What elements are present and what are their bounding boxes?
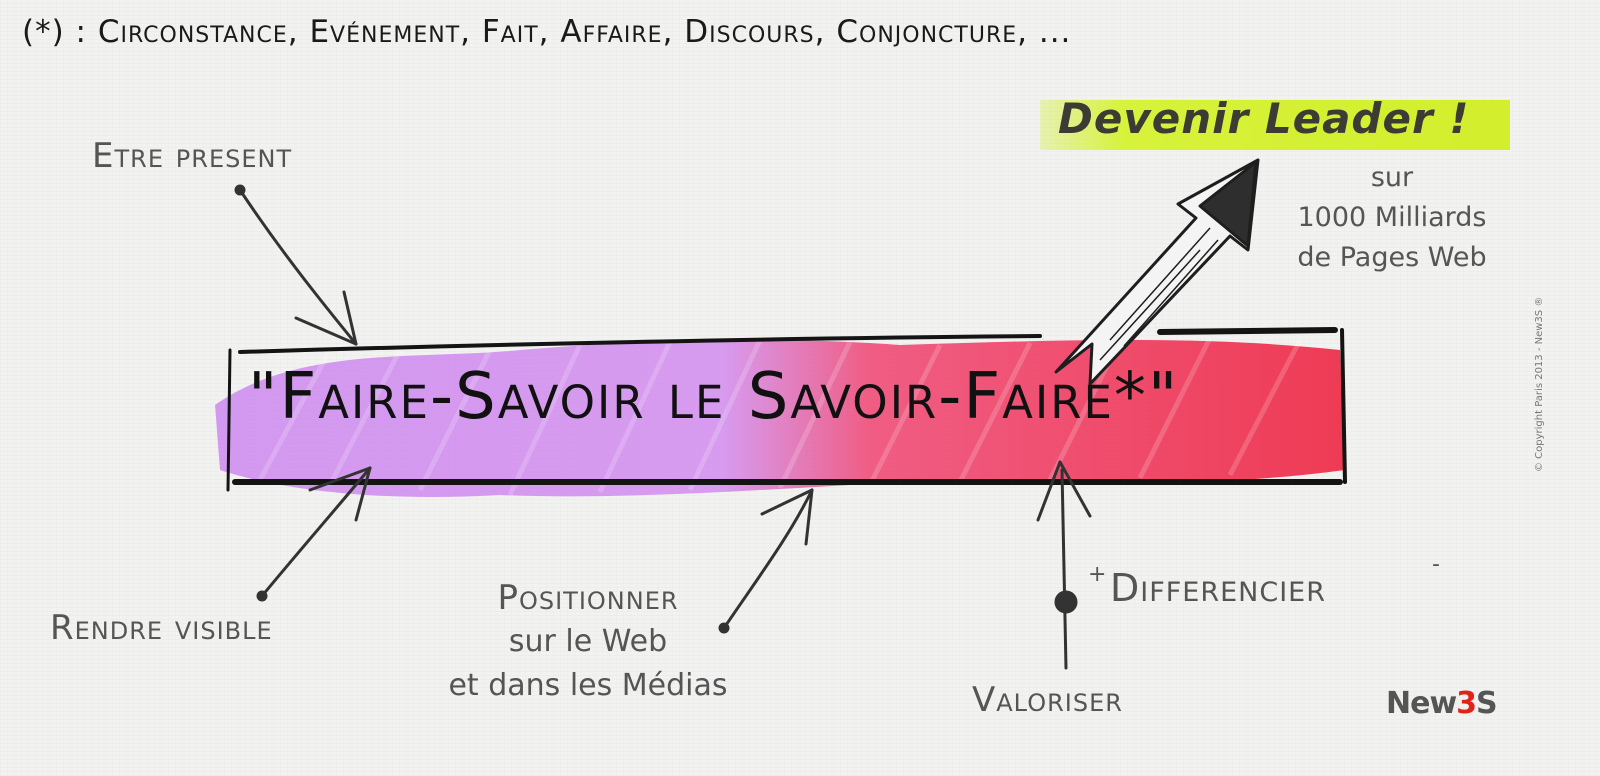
new3s-logo: New3S (1386, 686, 1498, 721)
positionner-title: Positionner (497, 578, 679, 618)
leader-highlight (1040, 100, 1510, 150)
leader-subtext: sur 1000 Milliards de Pages Web (1262, 158, 1522, 278)
arrow-leader (1054, 158, 1260, 386)
leader-title: Devenir Leader ! (1058, 94, 1470, 143)
main-title: "Faire-Savoir le Savoir-Faire*" (248, 360, 1180, 434)
label-differencier: Differencier (1110, 566, 1326, 610)
logo-s: S (1476, 686, 1498, 721)
positionner-sub-medias: et dans les Médias (448, 668, 728, 703)
label-positionner: Positionner sur le Web et dans les Média… (418, 576, 758, 708)
arrow-etre-present (234, 184, 358, 346)
logo-new: New (1386, 686, 1457, 721)
label-etre-present: Etre present (92, 136, 293, 176)
leader-sub-milliards: 1000 Milliards (1297, 202, 1487, 233)
logo-three: 3 (1456, 686, 1477, 721)
leader-sub-sur: sur (1370, 162, 1414, 193)
copyright-text: © Copyright Paris 2013 - New3S ® (1534, 296, 1545, 472)
title-highlight (215, 336, 1345, 498)
arrow-valoriser (1036, 460, 1092, 670)
plus-sign: + (1088, 562, 1107, 587)
minus-sign: - (1432, 552, 1440, 577)
leader-sub-pages: de Pages Web (1297, 242, 1487, 273)
label-valoriser: Valoriser (972, 680, 1123, 720)
label-rendre-visible: Rendre visible (50, 608, 273, 648)
arrow-positionner (718, 488, 814, 634)
arrow-rendre-visible (256, 466, 372, 602)
footnote-text: (*) : Circonstance, Evénement, Fait, Aff… (22, 14, 1072, 50)
positionner-sub-web: sur le Web (508, 624, 668, 659)
